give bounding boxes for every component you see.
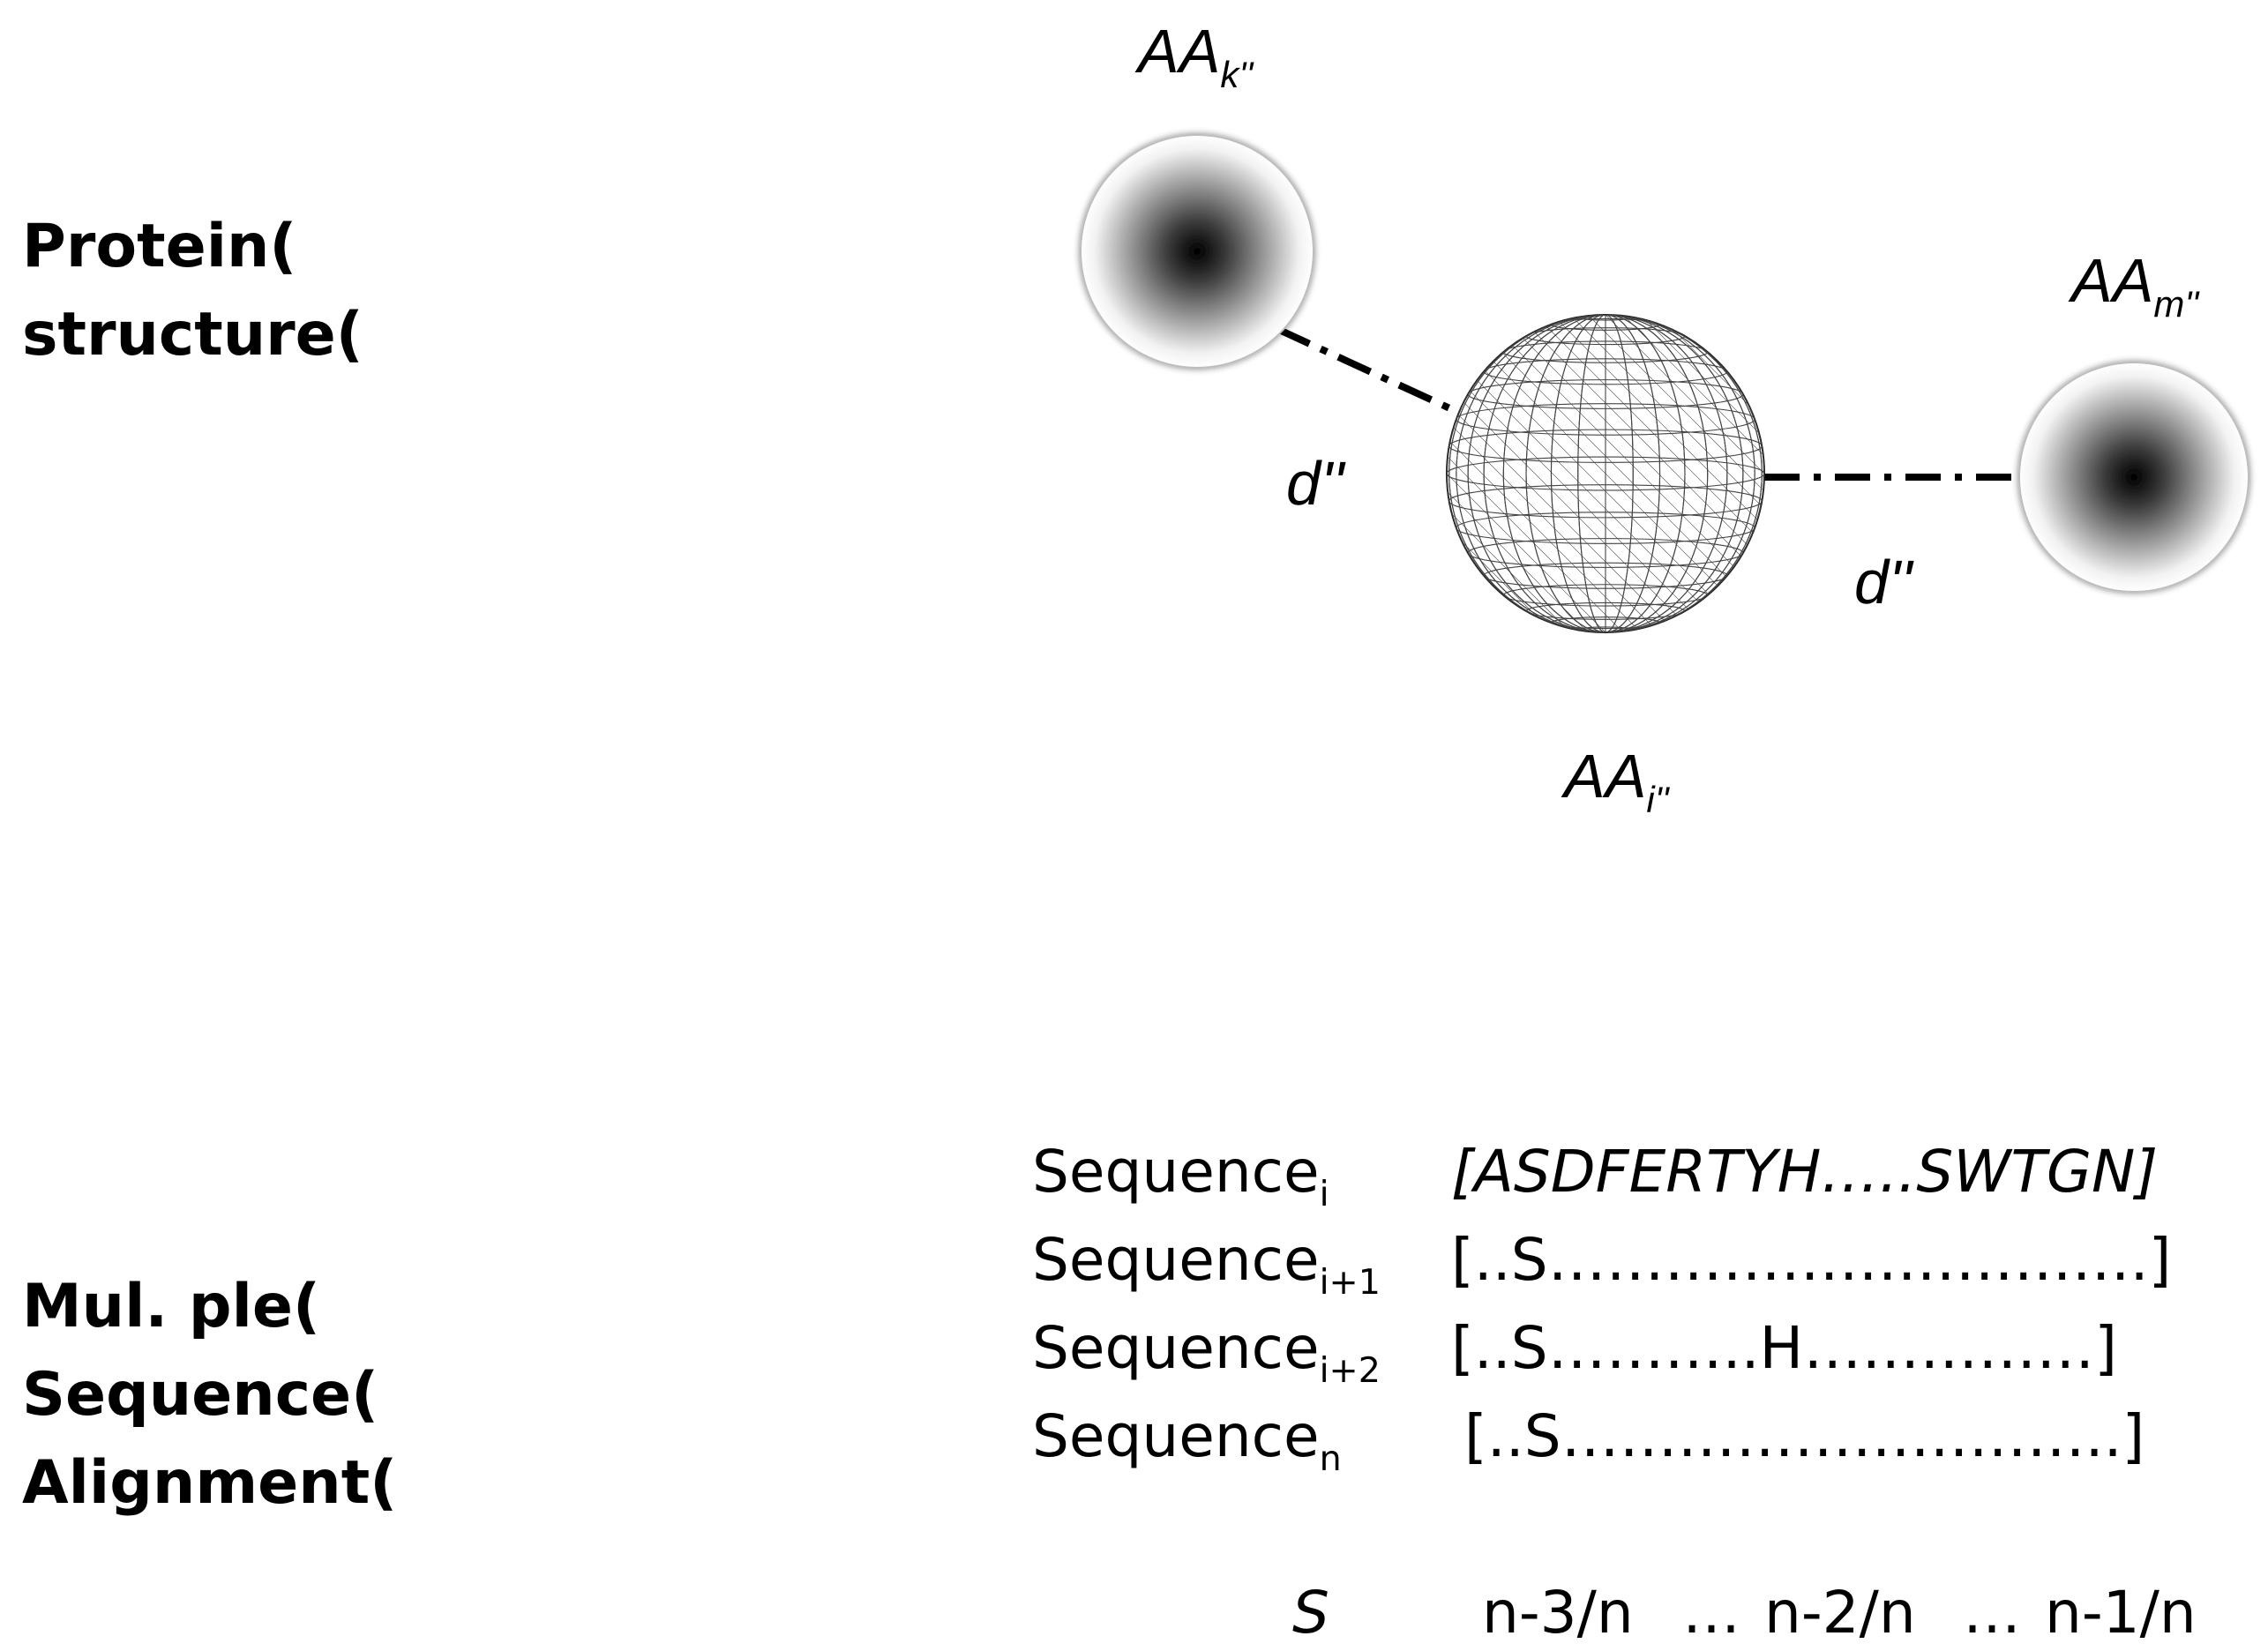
sequence-name-text: Sequence bbox=[1032, 1226, 1320, 1294]
sequence-value-n: [..S………………………..] bbox=[1464, 1402, 2145, 1470]
sequence-name-text: Sequence bbox=[1032, 1314, 1320, 1382]
sequence-name-subscript: i+2 bbox=[1319, 1349, 1381, 1391]
score-ellipsis: … bbox=[1682, 1579, 1740, 1647]
residue-m-label: AAm'' bbox=[2071, 245, 2198, 325]
sequence-name-n: Sequencen bbox=[1032, 1402, 1342, 1479]
residue-m-sphere bbox=[2018, 362, 2249, 593]
distance-label-k-i: d'' bbox=[1286, 449, 1344, 518]
msa-label: Mul. ple( Sequence( Alignment( bbox=[22, 1263, 397, 1528]
protein-structure-label-line: structure( bbox=[22, 300, 363, 370]
sequence-name-i-plus-1: Sequencei+1 bbox=[1032, 1226, 1381, 1303]
protein-structure-label: Protein( structure( bbox=[22, 203, 363, 379]
residue-i-subscript: i'' bbox=[1646, 778, 1669, 820]
sequence-value-i-plus-1: [..S………………………….] bbox=[1451, 1226, 2172, 1294]
sequence-name-text: Sequence bbox=[1032, 1138, 1320, 1206]
residue-m-subscript: m'' bbox=[2153, 282, 2199, 325]
sequence-name-text: Sequence bbox=[1032, 1402, 1320, 1470]
residue-m-base: AA bbox=[2071, 246, 2154, 315]
residue-k-subscript: k'' bbox=[1220, 53, 1254, 95]
sequence-name-i: Sequencei bbox=[1032, 1138, 1329, 1214]
protein-structure-label-line: Protein( bbox=[22, 212, 297, 281]
score-symbol: S bbox=[1292, 1579, 1329, 1647]
residue-k-label: AAk'' bbox=[1138, 16, 1253, 96]
residue-i-base: AA bbox=[1564, 742, 1647, 811]
sequence-name-subscript: i bbox=[1319, 1173, 1329, 1214]
msa-label-line: Sequence( bbox=[22, 1360, 379, 1430]
residue-k-sphere bbox=[1080, 134, 1314, 369]
score-value: n-2/n bbox=[1764, 1579, 1916, 1647]
msa-label-line: Alignment( bbox=[22, 1448, 398, 1518]
residue-k-base: AA bbox=[1138, 17, 1221, 86]
msa-label-line: Mul. ple( bbox=[22, 1272, 321, 1341]
score-value: n-1/n bbox=[2045, 1579, 2197, 1647]
score-value: n-3/n bbox=[1482, 1579, 1634, 1647]
residue-i-mesh-sphere bbox=[1446, 314, 1765, 633]
score-ellipsis: … bbox=[1963, 1579, 2021, 1647]
bond-k-i bbox=[1276, 325, 1457, 415]
residue-i-label: AAi'' bbox=[1564, 741, 1669, 821]
sequence-value-i-plus-2: [..S………..H……………] bbox=[1451, 1314, 2117, 1382]
sequence-name-subscript: n bbox=[1319, 1438, 1342, 1479]
sequence-name-subscript: i+1 bbox=[1319, 1261, 1381, 1303]
sequence-name-i-plus-2: Sequencei+2 bbox=[1032, 1314, 1381, 1391]
distance-label-i-m: d'' bbox=[1854, 548, 1912, 616]
sequence-value-i: [ASDFERTYH…..SWTGN] bbox=[1451, 1138, 2159, 1206]
